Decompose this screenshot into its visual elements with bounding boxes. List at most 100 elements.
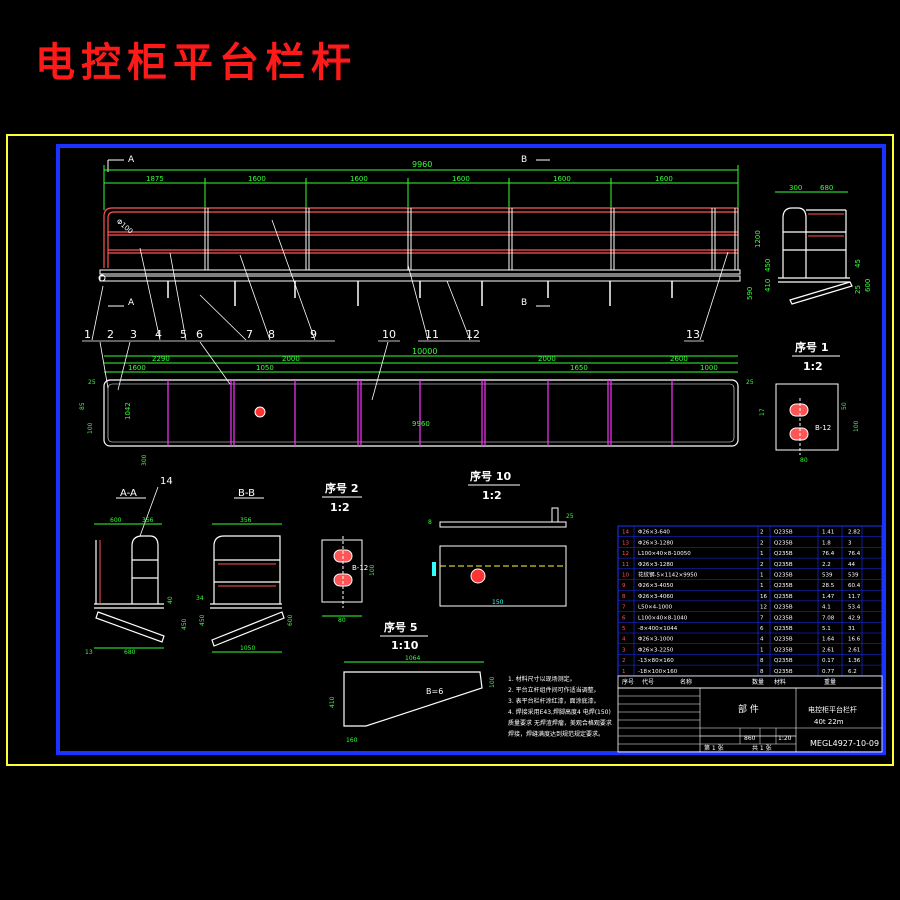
- bom-cell-qty: 6: [760, 626, 764, 632]
- bom-cell-name: Φ26×3-2250: [638, 647, 674, 653]
- detail-5: 序号 5 1:10 1064 B=6 100 410 160: [329, 620, 496, 744]
- aa-h1: 40: [167, 596, 174, 604]
- bb-h3: 600: [287, 614, 294, 626]
- leader-10: 10: [382, 328, 396, 341]
- tb-col-no: 序号: [622, 678, 634, 686]
- bom-cell-qty: 8: [760, 669, 764, 675]
- bom-cell-qty: 12: [760, 605, 767, 611]
- plan-inner-right2: 1000: [700, 364, 718, 372]
- d1-w: 80: [800, 457, 808, 464]
- aa-w1: 600: [110, 517, 122, 524]
- bom-cell-w2: 31: [848, 626, 855, 632]
- plan-inner-left: 1600: [128, 364, 146, 372]
- dim-seg-4: 1600: [452, 175, 470, 183]
- bom-cell-mat: Q235B: [774, 669, 793, 675]
- d10-h: 8: [428, 519, 432, 526]
- plan-left-b: 2000: [282, 355, 300, 363]
- plan-inner-right: 1650: [570, 364, 588, 372]
- detail-1-hole: B-12: [815, 424, 831, 432]
- bom-cell-qty: 8: [760, 658, 764, 664]
- detail-10: 序号 10 1:2 8 25 150: [428, 469, 574, 607]
- bom-cell-name: Φ26×3-1000: [638, 637, 674, 643]
- bom-cell-name: -8×400×1044: [638, 626, 678, 632]
- bom-cell-mat: Q235B: [774, 637, 793, 643]
- dim-seg-2: 1600: [248, 175, 266, 183]
- plan-depth: 1042: [124, 402, 132, 420]
- bom-cell-qty: 2: [760, 530, 764, 536]
- bom-cell-no: 11: [622, 562, 629, 568]
- d10-h2: 25: [566, 513, 574, 520]
- tb-weight: 860: [744, 735, 756, 742]
- bom-cell-w2: 2.61: [848, 647, 860, 653]
- bom-cell-name: Φ26×3-4050: [638, 583, 674, 589]
- front-elevation: A B A B 9960 1875 1600 1600 1600 1600 16…: [82, 155, 741, 342]
- tb-drawing-no: MEGL4927-10-09: [810, 739, 879, 748]
- leader-7: 7: [246, 328, 253, 341]
- bom-cell-w2: 1.36: [848, 658, 861, 664]
- plan-right-b: 2600: [670, 355, 688, 363]
- bom-cell-no: 9: [622, 583, 626, 589]
- note-3: 3. 表平台栏杆涂红漆，面涂底漆。: [508, 697, 600, 705]
- detail-5-title: 序号 5: [384, 620, 417, 634]
- side-dim-h3: 410: [764, 279, 772, 292]
- bom-cell-qty: 1: [760, 573, 764, 579]
- detail-1-title: 序号 1: [795, 340, 828, 354]
- side-dim-h6: 25: [854, 285, 862, 294]
- outer-frame: [6, 134, 894, 766]
- side-dim-a: 300: [789, 184, 802, 192]
- plan-left-a: 2290: [152, 355, 170, 363]
- tb-col-code: 代号: [642, 678, 654, 686]
- bb-title: B-B: [238, 488, 255, 499]
- side-dim-h2: 450: [764, 259, 772, 272]
- leader-6: 6: [196, 328, 203, 341]
- side-dim-b: 680: [820, 184, 833, 192]
- detail-10-title: 序号 10: [470, 469, 511, 483]
- leader-1: 1: [84, 328, 91, 341]
- bom-cell-w2: 44: [848, 562, 855, 568]
- note-6: 焊接，焊缝满度达到规范规定要求。: [508, 730, 604, 738]
- bom-cell-mat: Q235B: [774, 562, 793, 568]
- section-bb: B-B 356 34 450 600 1050: [196, 488, 294, 653]
- leader-9: 9: [310, 328, 317, 341]
- aa-w3: 680: [124, 649, 136, 656]
- bom-cell-w1: 76.4: [822, 551, 835, 557]
- bom-cell-w1: 28.5: [822, 583, 835, 589]
- tb-col-mat: 材料: [774, 678, 786, 686]
- bom-cell-mat: Q235B: [774, 540, 793, 546]
- detail-2: 序号 2 1:2 B-12 100 80: [321, 481, 376, 624]
- d5-h2: 410: [329, 696, 336, 708]
- bom-cell-qty: 1: [760, 551, 764, 557]
- bom-cell-no: 2: [622, 658, 626, 664]
- bom-cell-w2: 53.4: [848, 605, 861, 611]
- detail-1: 序号 1 1:2 B-12 17 50 100 80: [759, 340, 860, 464]
- bom-cell-mat: Q235B: [774, 647, 793, 653]
- d2-h: 100: [369, 564, 376, 576]
- bom-cell-w1: 0.77: [822, 669, 835, 675]
- bom-cell-no: 10: [622, 573, 629, 579]
- bom-cell-qty: 2: [760, 562, 764, 568]
- bb-h2: 450: [199, 614, 206, 626]
- bom-cell-name: 花纹钢-5×1142×9950: [638, 571, 698, 579]
- section-aa: A-A 14 600 356 40 450 13 680: [85, 476, 188, 656]
- tb-scale: 1:20: [778, 735, 792, 742]
- detail-1-scale: 1:2: [803, 360, 823, 373]
- bom-cell-no: 13: [622, 540, 629, 546]
- bom-cell-w1: 2.61: [822, 647, 834, 653]
- tb-sheet: 第 1 张: [704, 744, 724, 752]
- aa-h2: 450: [181, 618, 188, 630]
- d5-h1: 100: [489, 676, 496, 688]
- detail-2-title: 序号 2: [325, 481, 358, 495]
- plan-left-small: 25: [88, 379, 96, 386]
- bom-cell-qty: 4: [760, 637, 764, 643]
- dim-seg-3: 1600: [350, 175, 368, 183]
- plan-total: 10000: [412, 347, 437, 356]
- bom-cell-no: 1: [622, 669, 626, 675]
- tb-sheets: 共 1 张: [752, 744, 772, 752]
- plan-view: 10000 2290 2000 2000 2600 1600 1050 1650…: [79, 328, 754, 466]
- side-dim-h4: 590: [746, 287, 754, 300]
- bom-cell-w2: 60.4: [848, 583, 861, 589]
- tb-col-qty: 数量: [752, 678, 764, 686]
- notes: 1. 材料尺寸以现场测定。 2. 平台立杆组件间可作适当调整。 3. 表平台栏杆…: [508, 675, 612, 738]
- tb-col-weight: 重量: [824, 678, 836, 686]
